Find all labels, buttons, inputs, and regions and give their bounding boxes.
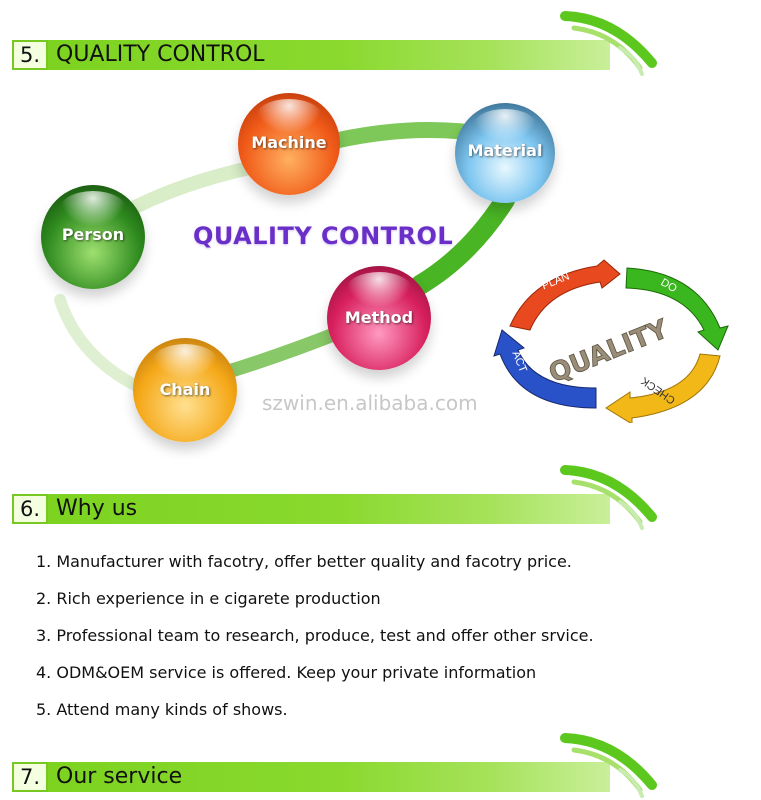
sphere-chain: Chain <box>133 338 237 442</box>
section-title: Our service <box>56 764 183 789</box>
leaf-swoosh-icon <box>560 11 657 76</box>
node-machine-label: Machine <box>251 133 327 152</box>
sphere-highlight <box>256 99 322 134</box>
section-title: Why us <box>56 496 138 521</box>
section-header-why-us: 6. Why us <box>12 494 610 524</box>
sphere-highlight <box>59 191 127 227</box>
list-item: 3. Professional team to research, produc… <box>36 626 594 645</box>
node-material-label: Material <box>467 141 543 160</box>
section-header-quality-control: 5. QUALITY CONTROL <box>12 40 610 70</box>
list-item: 5. Attend many kinds of shows. <box>36 700 288 719</box>
section-number: 6. <box>12 494 48 524</box>
list-item: 2. Rich experience in e cigarete product… <box>36 589 381 608</box>
sphere-person: Person <box>41 185 145 289</box>
sphere-highlight <box>151 344 219 380</box>
node-method-label: Method <box>344 308 414 327</box>
node-chain-label: Chain <box>159 380 211 399</box>
section-header-our-service: 7. Our service <box>12 762 610 792</box>
quality-control-title: QUALITY CONTROL <box>193 222 454 250</box>
pdca-center-label: QUALITY <box>545 314 674 389</box>
pdca-act-arrow <box>493 329 597 409</box>
list-item: 4. ODM&OEM service is offered. Keep your… <box>36 663 537 682</box>
pdca-do-arrow <box>625 267 729 351</box>
pdca-cycle-diagram: PLAN DO CHECK ACT QUALITY <box>493 259 729 423</box>
sphere-highlight <box>473 109 537 143</box>
pdca-plan-arrow <box>509 259 621 331</box>
leaf-swoosh-icon <box>560 733 657 798</box>
section-number: 7. <box>12 762 48 792</box>
node-person-label: Person <box>61 225 125 244</box>
sphere-machine: Machine <box>238 93 340 195</box>
section-number: 5. <box>12 40 48 70</box>
sphere-highlight <box>345 272 413 308</box>
sphere-material: Material <box>455 103 555 203</box>
sphere-method: Method <box>327 266 431 370</box>
watermark-text: szwin.en.alibaba.com <box>262 391 478 415</box>
list-item: 1. Manufacturer with facotry, offer bett… <box>36 552 572 571</box>
why-us-list: 1. Manufacturer with facotry, offer bett… <box>36 550 594 735</box>
leaf-swoosh-icon <box>560 465 657 530</box>
pdca-check-arrow <box>605 353 721 423</box>
section-title: QUALITY CONTROL <box>56 42 265 67</box>
